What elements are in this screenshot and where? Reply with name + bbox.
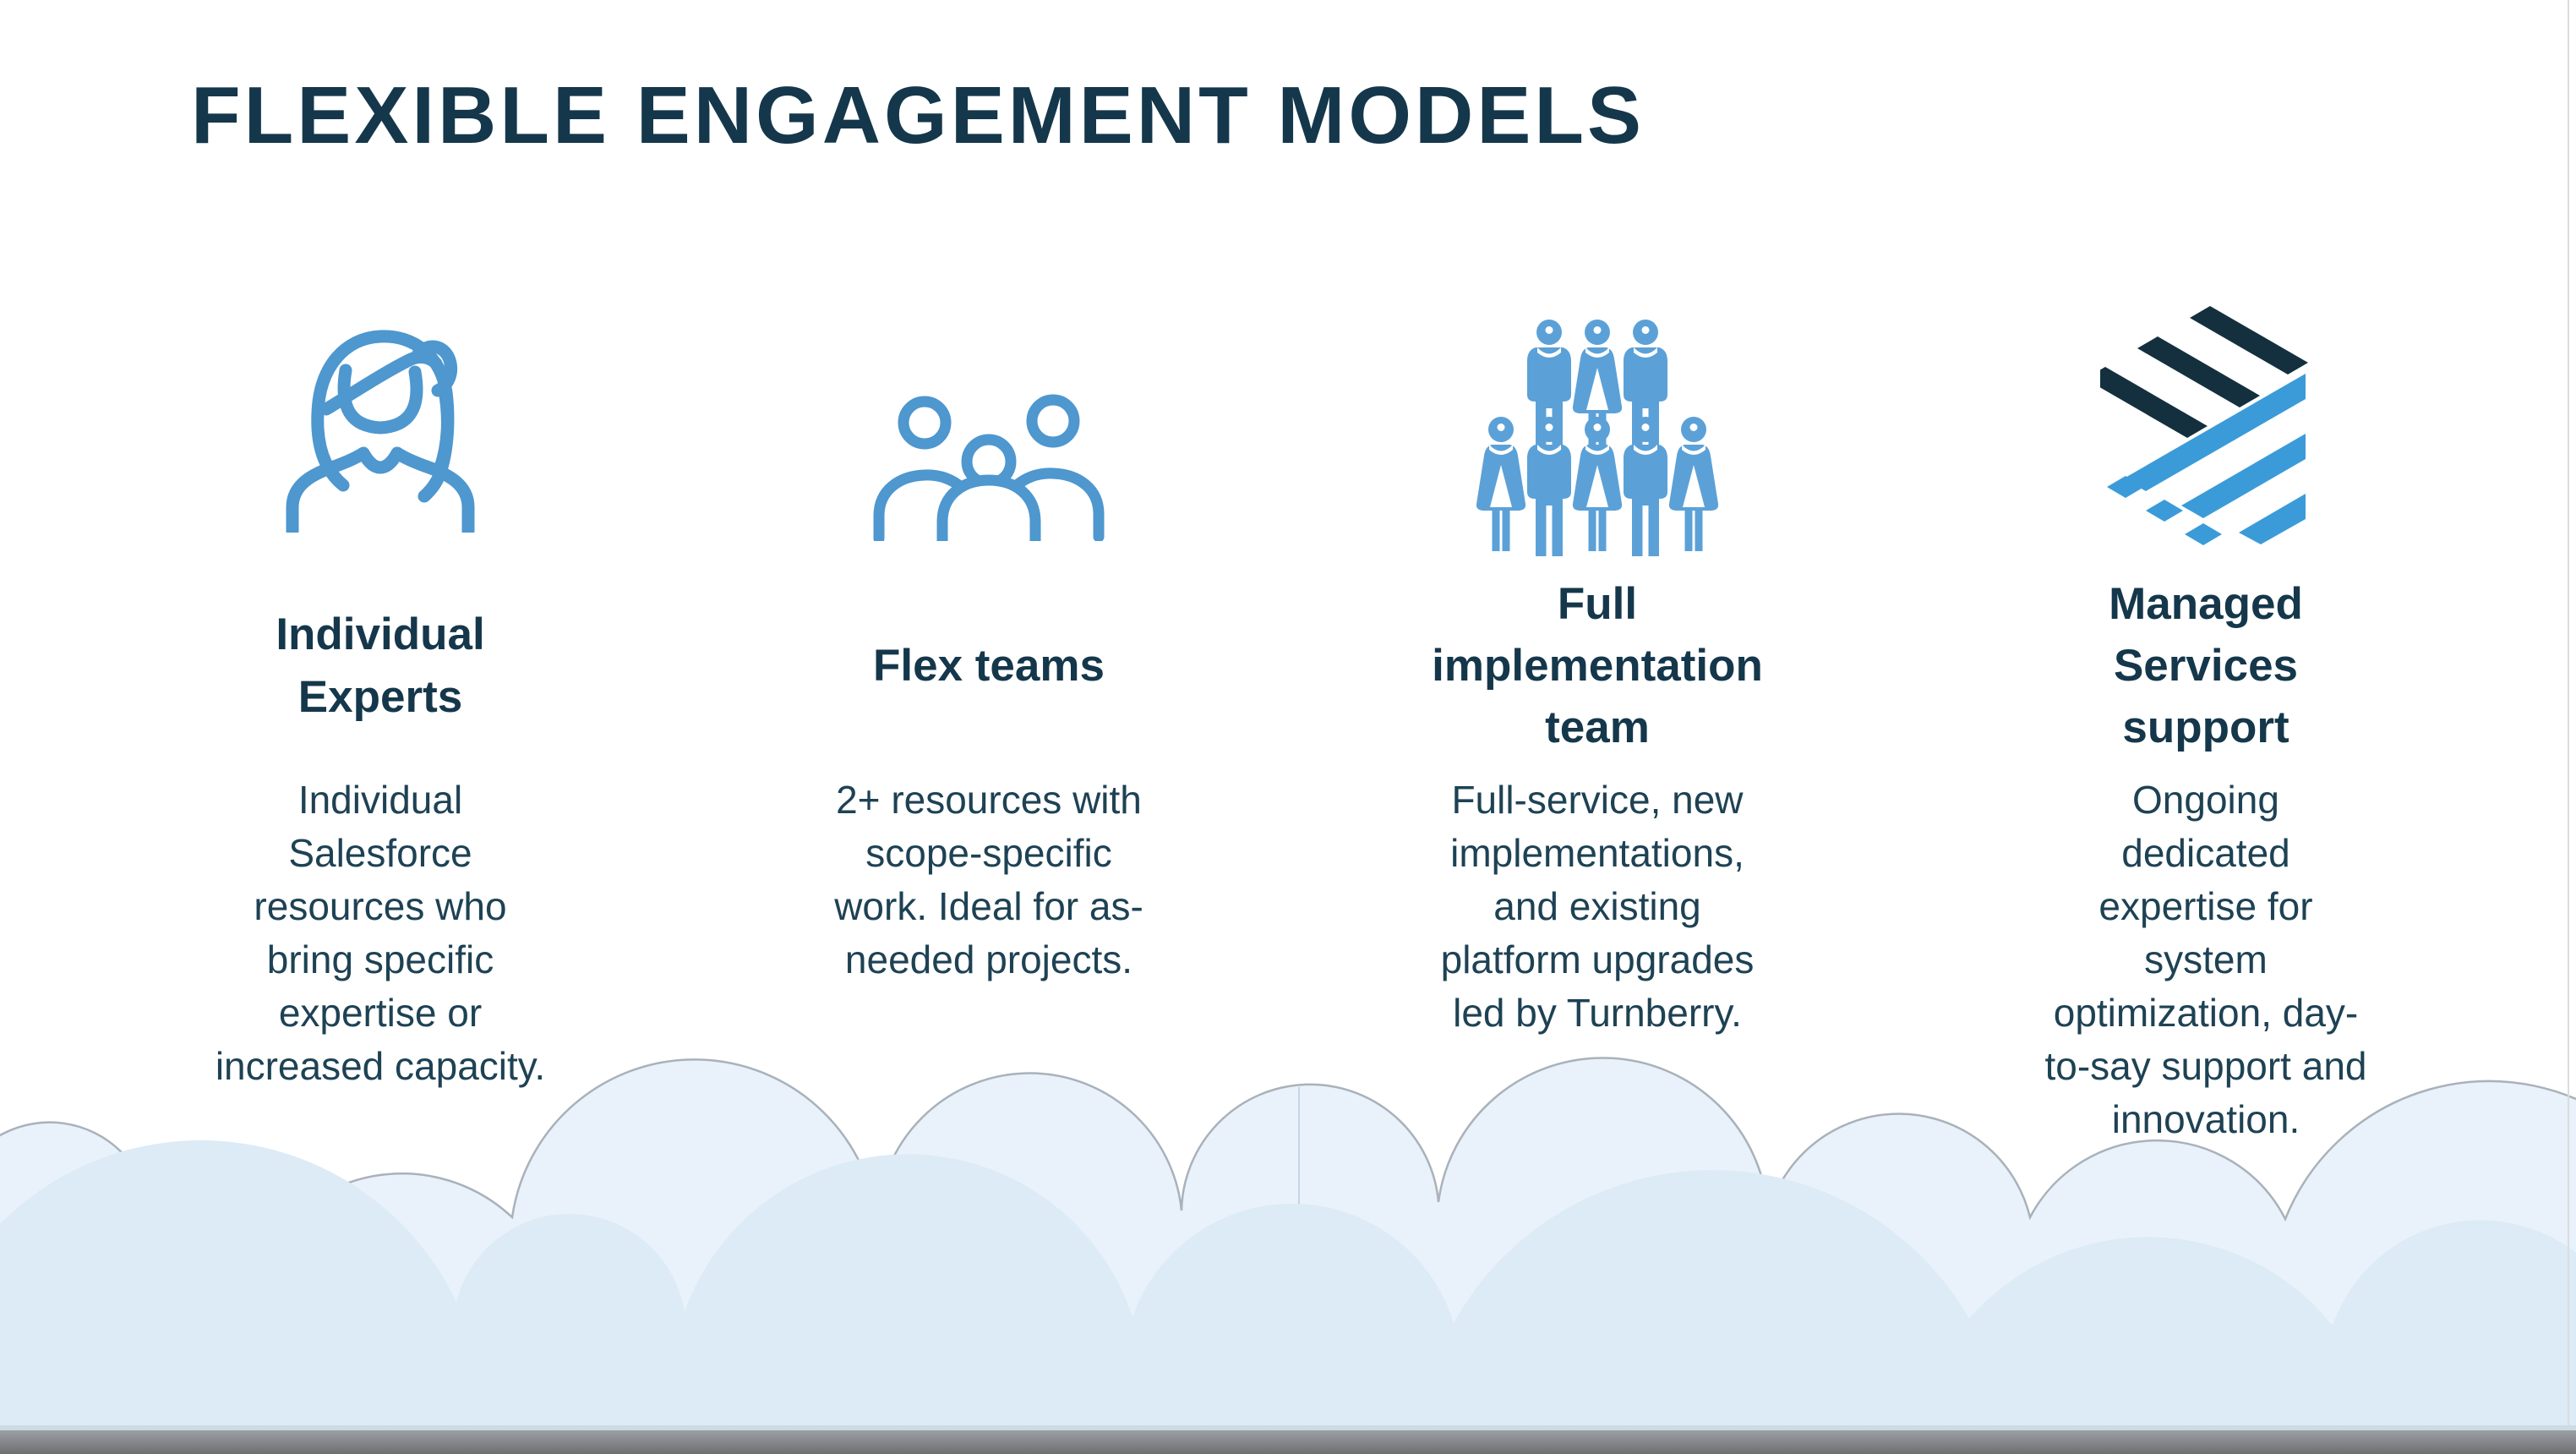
- column-description: Individual Salesforce resources who brin…: [215, 778, 546, 1089]
- individual-expert-woman-icon: [286, 330, 475, 533]
- column-heading: Managed Services support: [2109, 578, 2303, 753]
- column-heading: Flex teams: [873, 640, 1105, 691]
- column-managed-services: Managed Services support Ongoing dedicat…: [1902, 306, 2510, 1146]
- footer-accent-line: [0, 1425, 2576, 1430]
- column-flex-teams: Flex teams 2+ resources with scope-speci…: [685, 313, 1293, 1146]
- engagement-models-grid: Individual Experts Individual Salesforce…: [76, 306, 2510, 1146]
- column-individual-experts: Individual Experts Individual Salesforce…: [76, 313, 685, 1146]
- column-description: Ongoing dedicated expertise for system o…: [2044, 778, 2367, 1142]
- column-full-implementation-team: Full implementation team Full-service, n…: [1293, 313, 1902, 1146]
- column-heading: Full implementation team: [1432, 578, 1763, 753]
- column-description: Full-service, new implementations, and e…: [1440, 778, 1755, 1036]
- implementation-team-group-icon: [1476, 320, 1718, 556]
- footer-gray-bar: [0, 1430, 2576, 1454]
- right-edge-line: [2568, 0, 2569, 1425]
- column-heading: Individual Experts: [276, 609, 485, 722]
- cloud-front-layer: [0, 1140, 2576, 1441]
- turnberry-logo: [2100, 306, 2308, 545]
- flex-teams-people-icon: [873, 394, 1105, 541]
- slide-title: FLEXIBLE ENGAGEMENT MODELS: [191, 70, 1645, 161]
- column-description: 2+ resources with scope-specific work. I…: [834, 778, 1143, 982]
